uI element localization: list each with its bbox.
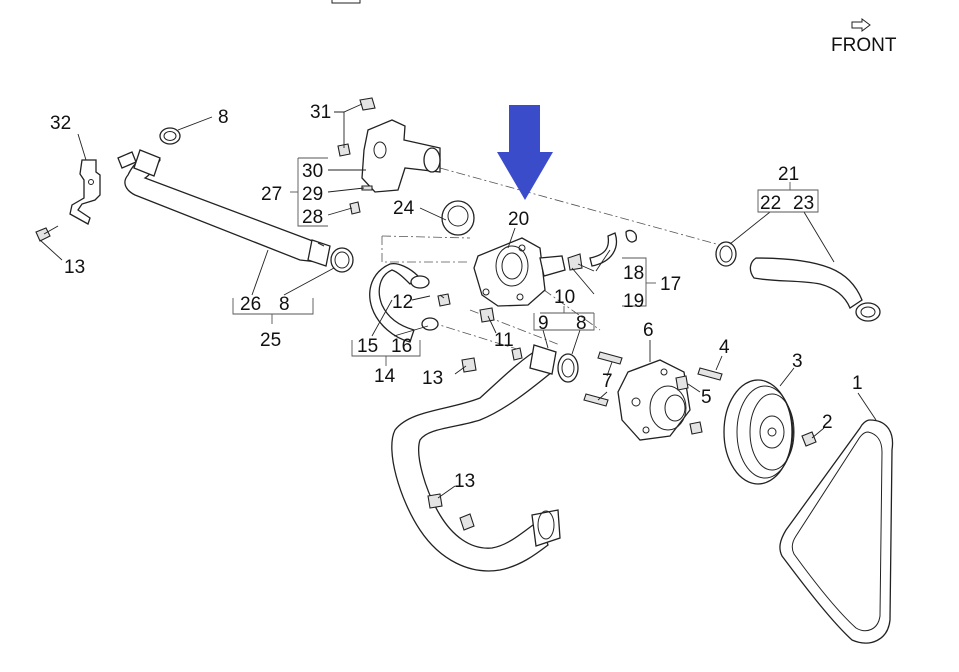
callout-17: 17 [660, 274, 681, 295]
part-24-thermostat [441, 200, 475, 236]
callout-22: 22 [760, 193, 781, 214]
part-7-studs [583, 351, 623, 407]
callout-24: 24 [393, 198, 415, 219]
callout-numbers: 1 2 3 4 5 6 7 8 8 8 9 10 11 12 13 13 13 … [50, 102, 863, 492]
part-22-clamp [715, 241, 737, 267]
highlight-arrow [497, 105, 553, 200]
callout-10: 10 [554, 287, 575, 308]
part-8-oring-pipe [330, 247, 354, 273]
callout-30: 30 [302, 161, 323, 182]
callout-2: 2 [822, 412, 833, 433]
callout-11: 11 [494, 330, 514, 351]
part-30-outlet-housing [337, 119, 441, 193]
callout-21: 21 [778, 164, 799, 185]
callout-5: 5 [701, 387, 712, 408]
callout-19: 19 [623, 291, 644, 312]
callout-6: 6 [643, 320, 654, 341]
callout-4: 4 [719, 337, 730, 358]
front-indicator: FRONT [831, 18, 897, 56]
callout-29: 29 [302, 184, 323, 205]
callout-13-lower: 13 [454, 471, 475, 492]
part-20-thermostat-housing [473, 237, 566, 307]
callout-12: 12 [392, 292, 413, 313]
part-13-bolt-middle [461, 357, 477, 373]
down-arrow-icon [497, 105, 553, 200]
part-16-clamp [421, 317, 439, 331]
part-3-pulley [723, 379, 795, 485]
callout-23: 23 [793, 193, 814, 214]
part-28-bolt [349, 201, 361, 215]
front-label: FRONT [831, 35, 897, 56]
part-26-pipe [117, 149, 331, 267]
callout-1: 1 [852, 373, 863, 394]
part-2-bolt [801, 431, 817, 447]
callout-32: 32 [50, 113, 71, 134]
callout-8-pipe: 8 [279, 294, 290, 315]
leader-lines [39, 103, 877, 499]
callout-27: 27 [261, 184, 282, 205]
callout-28: 28 [302, 207, 323, 228]
assembly-centerlines [381, 167, 721, 351]
callout-20: 20 [508, 209, 529, 230]
part-13-bolt-left [35, 225, 59, 242]
part-18-hose [589, 229, 637, 267]
callout-16: 16 [391, 336, 412, 357]
part-8-oring-lower [557, 353, 579, 383]
callout-9: 9 [538, 313, 549, 334]
callout-13-middle: 13 [422, 368, 443, 389]
part-1-belt [779, 419, 894, 644]
part-32-bracket [69, 159, 101, 225]
callout-15: 15 [357, 336, 378, 357]
callout-26: 26 [240, 294, 261, 315]
part-6-water-pump [617, 359, 703, 441]
group-brackets [232, 157, 819, 366]
part-31-bolt [359, 97, 376, 111]
callout-7: 7 [602, 371, 613, 392]
part-8-oring-top [159, 127, 181, 145]
callout-18: 18 [623, 263, 644, 284]
callout-8-top: 8 [218, 107, 229, 128]
part-12-clamp [410, 275, 451, 307]
callout-14: 14 [374, 366, 396, 387]
callout-8-lower: 8 [576, 313, 587, 334]
part-19-clip [567, 253, 583, 271]
callout-25: 25 [260, 330, 281, 351]
part-9-lower-pipe [391, 344, 561, 572]
callout-31: 31 [310, 102, 331, 123]
callout-13-left: 13 [64, 257, 85, 278]
part-11-bolt [479, 307, 495, 323]
front-arrow-icon [851, 18, 871, 32]
part-13-bolt-lower [427, 493, 443, 509]
cropped-box-artifact [331, 0, 361, 4]
callout-3: 3 [792, 351, 803, 372]
part-23-hose [749, 257, 881, 322]
part-4-bolt [697, 367, 723, 381]
